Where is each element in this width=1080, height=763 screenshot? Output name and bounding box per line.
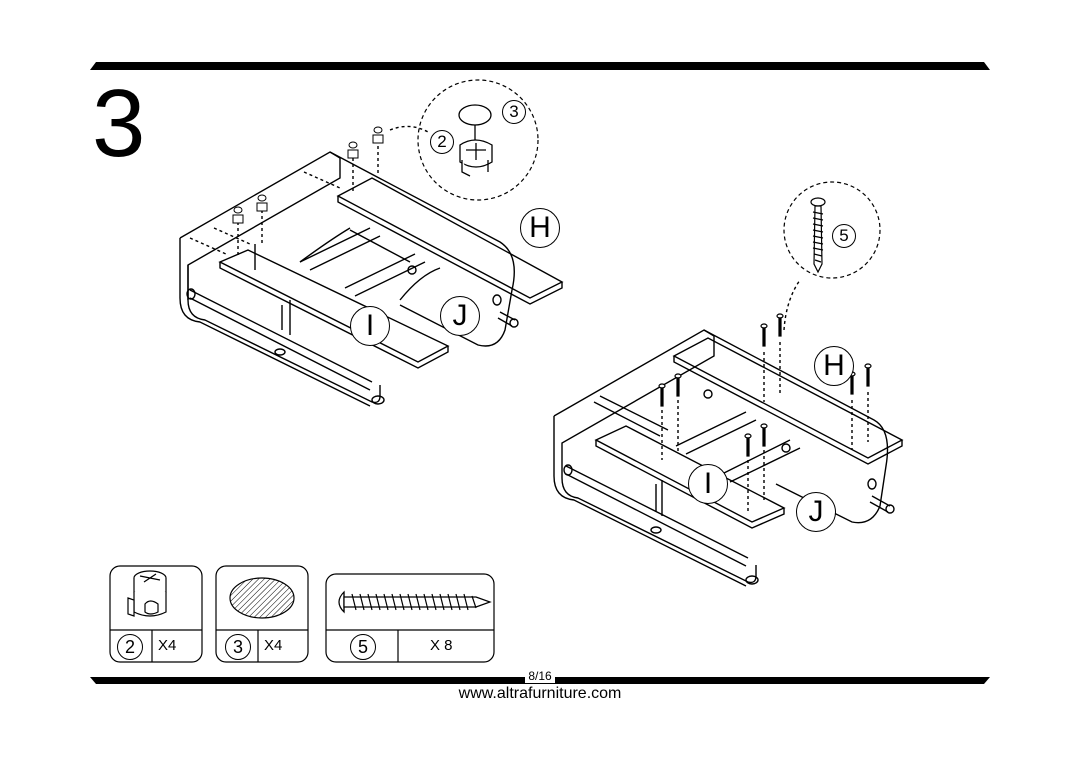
footer-url[interactable]: www.altrafurniture.com bbox=[458, 685, 622, 702]
hardware-qty-cap: X4 bbox=[264, 637, 283, 654]
callout-screw-label: 5 bbox=[839, 226, 849, 245]
step-number: 3 bbox=[92, 70, 146, 177]
cam-lock-detail-icon bbox=[458, 104, 493, 177]
part-label-h-left: H bbox=[520, 208, 560, 248]
left-cam-locks bbox=[232, 126, 384, 224]
left-assembly-drawing bbox=[179, 125, 564, 407]
hardware-id-cam-lock: 2 bbox=[117, 634, 143, 660]
part-label-h-right: H bbox=[814, 346, 854, 386]
part-label-i-right: I bbox=[688, 464, 728, 504]
hardware-id-cap: 3 bbox=[225, 634, 251, 660]
hardware-boxes bbox=[109, 565, 495, 663]
callout-cap: 3 bbox=[502, 100, 526, 124]
right-assembly-drawing bbox=[553, 279, 904, 587]
cam-lock-detail-circle bbox=[417, 79, 539, 201]
hardware-id-screw: 5 bbox=[350, 634, 376, 660]
part-label-j-right: J bbox=[796, 492, 836, 532]
part-label-j-left: J bbox=[440, 296, 480, 336]
callout-cap-label: 3 bbox=[509, 102, 519, 121]
top-rule bbox=[90, 62, 990, 70]
screw-detail-circle bbox=[783, 181, 881, 279]
cam-lock-icon bbox=[127, 570, 167, 617]
page-number: 8/16 bbox=[0, 669, 1080, 683]
screw-icon bbox=[338, 590, 492, 614]
part-label-i-left: I bbox=[350, 306, 390, 346]
hardware-qty-cam-lock: X4 bbox=[158, 637, 177, 654]
callout-cam-lock-label: 2 bbox=[437, 132, 447, 151]
screw-detail-icon bbox=[810, 197, 826, 274]
hardware-qty-screw: X 8 bbox=[430, 637, 453, 654]
callout-cam-lock: 2 bbox=[430, 130, 454, 154]
callout-screw: 5 bbox=[832, 224, 856, 248]
cap-icon bbox=[229, 577, 295, 619]
